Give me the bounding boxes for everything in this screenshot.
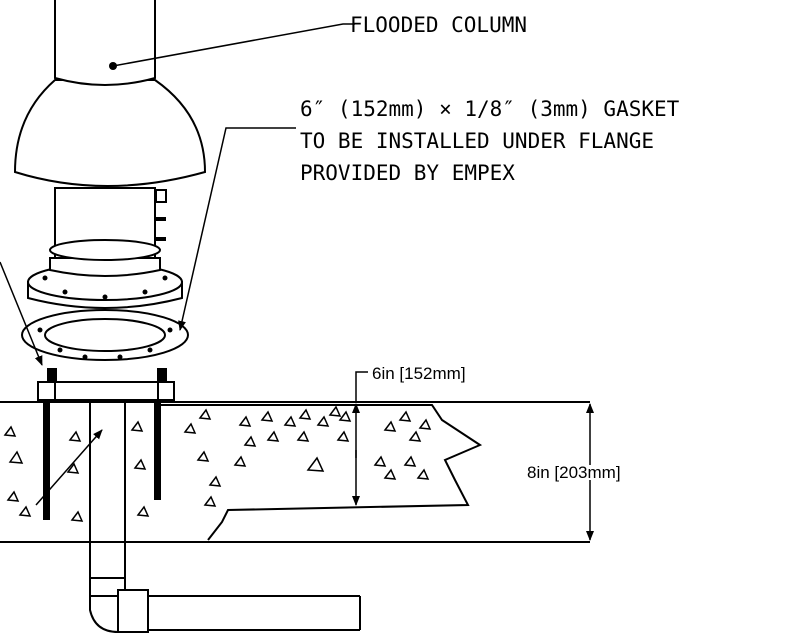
- anchor-bolts: [43, 368, 167, 520]
- bolt-hardware: [155, 189, 167, 241]
- flooded-column-label: FLOODED COLUMN: [350, 13, 527, 37]
- drain-pipe: [89, 577, 361, 633]
- slab-thickness-dimension: 8in [203mm]: [527, 463, 621, 482]
- aggregate-pattern: [3, 405, 432, 522]
- dimension-lines: [352, 371, 594, 541]
- embed-depth-dimension: 6in [152mm]: [372, 364, 466, 383]
- concrete-slab: [0, 400, 590, 580]
- gasket-note-line-2: TO BE INSTALLED UNDER FLANGE: [300, 129, 654, 153]
- base-plate: [37, 381, 175, 401]
- gasket-note-line-3: PROVIDED BY EMPEX: [300, 161, 515, 185]
- gasket-note-line-1: 6″ (152mm) × 1/8″ (3mm) GASKET: [300, 97, 680, 121]
- gasket-ring: [21, 309, 189, 361]
- flooded-column: [13, 0, 207, 277]
- callout-leaders: [0, 23, 355, 506]
